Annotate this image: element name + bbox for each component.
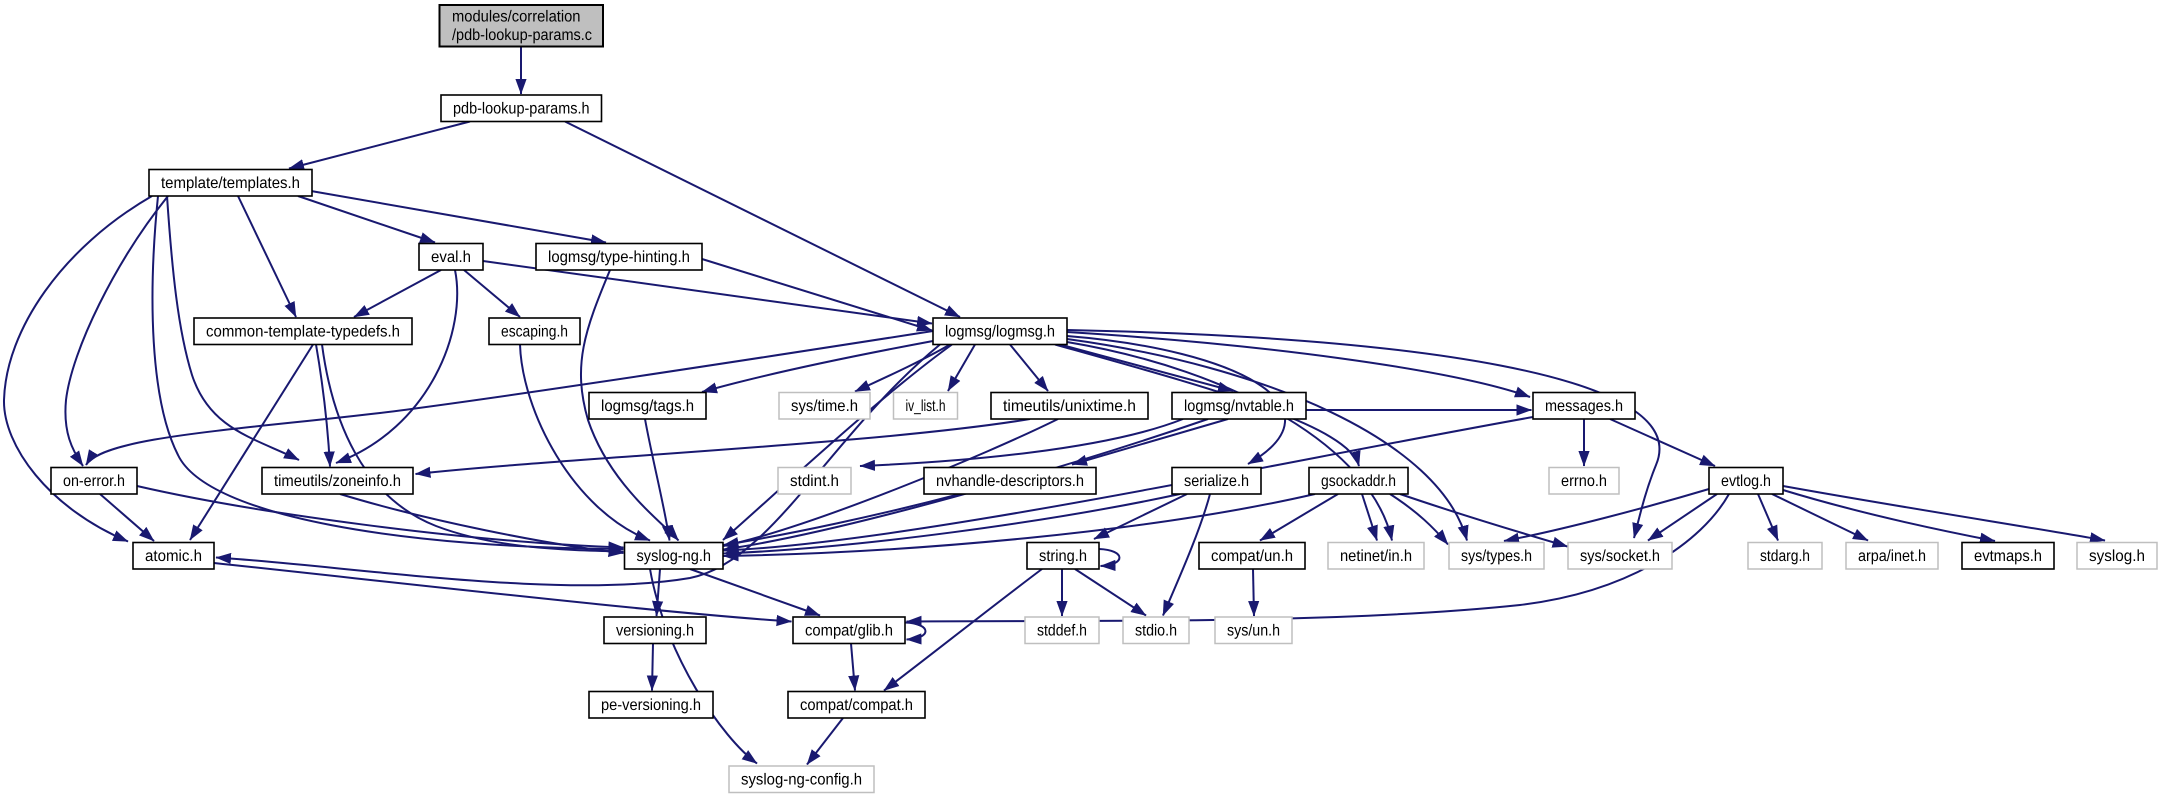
svg-text:on-error.h: on-error.h <box>63 473 125 490</box>
svg-text:string.h: string.h <box>1039 548 1087 565</box>
svg-text:timeutils/unixtime.h: timeutils/unixtime.h <box>1003 398 1136 415</box>
svg-text:logmsg/tags.h: logmsg/tags.h <box>601 398 694 415</box>
svg-text:logmsg/logmsg.h: logmsg/logmsg.h <box>945 323 1055 340</box>
svg-text:stddef.h: stddef.h <box>1037 623 1087 640</box>
svg-text:compat/un.h: compat/un.h <box>1211 548 1293 565</box>
svg-text:evtlog.h: evtlog.h <box>1721 473 1771 490</box>
svg-text:stdint.h: stdint.h <box>790 473 839 490</box>
svg-text:pdb-lookup-params.h: pdb-lookup-params.h <box>453 101 590 118</box>
svg-text:logmsg/type-hinting.h: logmsg/type-hinting.h <box>548 249 690 266</box>
svg-text:versioning.h: versioning.h <box>616 623 694 640</box>
svg-text:escaping.h: escaping.h <box>501 323 568 340</box>
svg-text:/pdb-lookup-params.c: /pdb-lookup-params.c <box>452 27 592 44</box>
svg-text:compat/glib.h: compat/glib.h <box>805 623 893 640</box>
svg-text:compat/compat.h: compat/compat.h <box>800 697 913 714</box>
svg-text:nvhandle-descriptors.h: nvhandle-descriptors.h <box>936 473 1084 490</box>
svg-text:sys/types.h: sys/types.h <box>1461 548 1532 565</box>
svg-text:sys/time.h: sys/time.h <box>791 398 858 415</box>
svg-text:pe-versioning.h: pe-versioning.h <box>601 697 701 714</box>
svg-text:syslog-ng-config.h: syslog-ng-config.h <box>741 772 862 789</box>
svg-text:arpa/inet.h: arpa/inet.h <box>1858 548 1926 565</box>
svg-text:iv_list.h: iv_list.h <box>906 398 946 415</box>
svg-text:modules/correlation: modules/correlation <box>452 9 581 26</box>
svg-text:atomic.h: atomic.h <box>145 548 202 565</box>
svg-text:syslog-ng.h: syslog-ng.h <box>637 548 712 565</box>
svg-text:evtmaps.h: evtmaps.h <box>1974 548 2042 565</box>
svg-text:errno.h: errno.h <box>1561 473 1607 490</box>
svg-text:sys/socket.h: sys/socket.h <box>1580 548 1660 565</box>
svg-text:logmsg/nvtable.h: logmsg/nvtable.h <box>1184 398 1294 415</box>
svg-text:timeutils/zoneinfo.h: timeutils/zoneinfo.h <box>274 473 401 490</box>
svg-text:common-template-typedefs.h: common-template-typedefs.h <box>206 323 400 340</box>
svg-text:messages.h: messages.h <box>1545 398 1623 415</box>
svg-text:sys/un.h: sys/un.h <box>1227 623 1280 640</box>
svg-text:serialize.h: serialize.h <box>1184 473 1249 490</box>
svg-text:stdio.h: stdio.h <box>1135 623 1177 640</box>
svg-text:netinet/in.h: netinet/in.h <box>1340 548 1412 565</box>
svg-text:gsockaddr.h: gsockaddr.h <box>1321 473 1396 490</box>
svg-text:stdarg.h: stdarg.h <box>1760 548 1810 565</box>
svg-text:syslog.h: syslog.h <box>2089 548 2145 565</box>
svg-text:eval.h: eval.h <box>431 249 471 266</box>
svg-text:template/templates.h: template/templates.h <box>161 175 300 192</box>
